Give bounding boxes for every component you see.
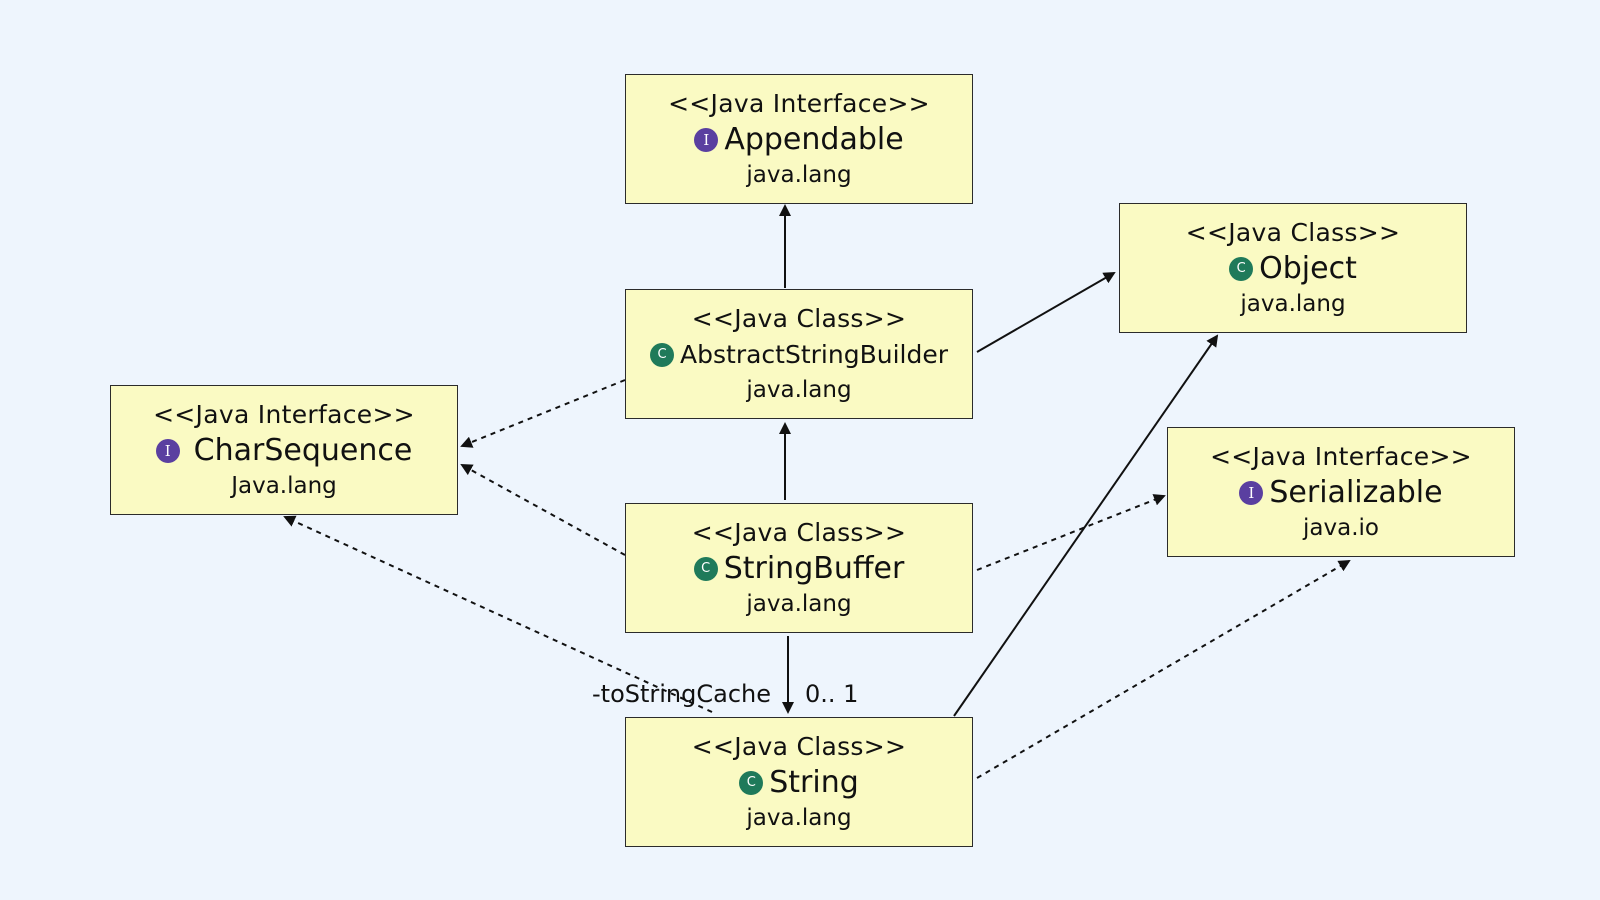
node-appendable[interactable]: <<Java Interface>> I Appendable java.lan… (625, 74, 973, 204)
name-row: I Appendable (694, 120, 904, 160)
name-row: C StringBuffer (693, 549, 905, 589)
association-multiplicity-label: 0.. 1 (805, 680, 859, 708)
edge-asb-to-charsequence (460, 379, 626, 448)
edge-stringbuffer-to-serializable (976, 494, 1166, 571)
stereotype-label: <<Java Interface>> (668, 89, 930, 118)
node-name: Serializable (1269, 475, 1443, 510)
package-label: java.lang (746, 377, 852, 403)
package-label: java.lang (746, 591, 852, 617)
stereotype-label: <<Java Interface>> (153, 400, 415, 429)
node-abstractstringbuilder[interactable]: <<Java Class>> C AbstractStringBuilder j… (625, 289, 973, 419)
node-name: Appendable (724, 122, 904, 157)
package-label: java.lang (1240, 291, 1346, 317)
node-name: CharSequence (193, 433, 413, 468)
class-icon: C (1229, 257, 1254, 281)
stereotype-label: <<Java Interface>> (1210, 442, 1472, 471)
stereotype-label: <<Java Class>> (691, 518, 907, 547)
name-row: I CharSequence (155, 431, 413, 471)
name-row: C Object (1229, 249, 1357, 289)
node-name: StringBuffer (723, 551, 905, 586)
stereotype-label: <<Java Class>> (691, 732, 907, 761)
package-label: java.io (1303, 515, 1379, 541)
node-stringbuffer[interactable]: <<Java Class>> C StringBuffer java.lang (625, 503, 973, 633)
association-role-label: -toStringCache (592, 680, 772, 708)
edge-string-to-charsequence (283, 515, 713, 713)
node-name: Object (1259, 251, 1357, 286)
package-label: java.lang (746, 805, 852, 831)
stereotype-label: <<Java Class>> (691, 304, 907, 333)
interface-icon: I (155, 439, 180, 463)
node-name: AbstractStringBuilder (680, 340, 948, 369)
node-charsequence[interactable]: <<Java Interface>> I CharSequence Java.l… (110, 385, 458, 515)
stereotype-label: <<Java Class>> (1185, 218, 1401, 247)
node-object[interactable]: <<Java Class>> C Object java.lang (1119, 203, 1467, 333)
node-string[interactable]: <<Java Class>> C String java.lang (625, 717, 973, 847)
edge-string-to-serializable (976, 559, 1351, 779)
class-icon: C (650, 343, 675, 367)
node-name: String (769, 765, 859, 800)
node-serializable[interactable]: <<Java Interface>> I Serializable java.i… (1167, 427, 1515, 557)
class-icon: C (739, 771, 764, 795)
package-label: Java.lang (231, 473, 337, 499)
edge-stringbuffer-to-charsequence (460, 464, 626, 556)
interface-icon: I (1239, 481, 1264, 505)
edge-string-to-object (953, 334, 1219, 717)
edge-asb-to-object (976, 272, 1116, 353)
name-row: I Serializable (1239, 473, 1443, 513)
name-row: C String (739, 763, 859, 803)
package-label: java.lang (746, 162, 852, 188)
class-icon: C (693, 557, 718, 581)
interface-icon: I (694, 128, 719, 152)
name-row: C AbstractStringBuilder (650, 335, 948, 375)
